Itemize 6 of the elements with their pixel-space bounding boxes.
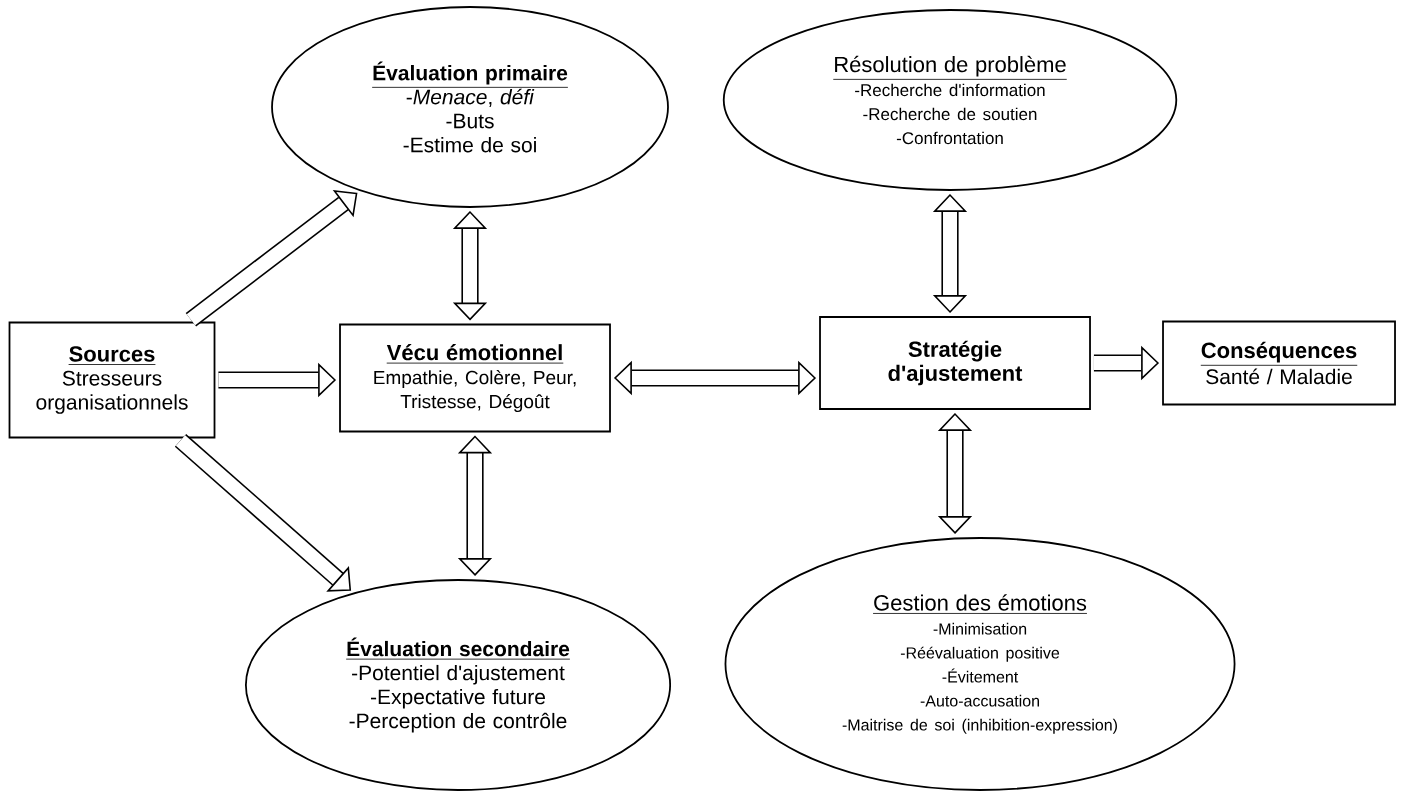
process-box: Vécu émotionnel Empathie, Colère, Peur, Tristesse, Dégoût [339,323,611,433]
process-box: Sources Stresseurs organisationnels [8,321,216,439]
block-arrow [174,433,352,592]
block-arrow [185,190,358,327]
process-box: Conséquences Santé / Maladie [1162,320,1396,406]
process-box: Stratégie d'ajustement [819,316,1091,410]
